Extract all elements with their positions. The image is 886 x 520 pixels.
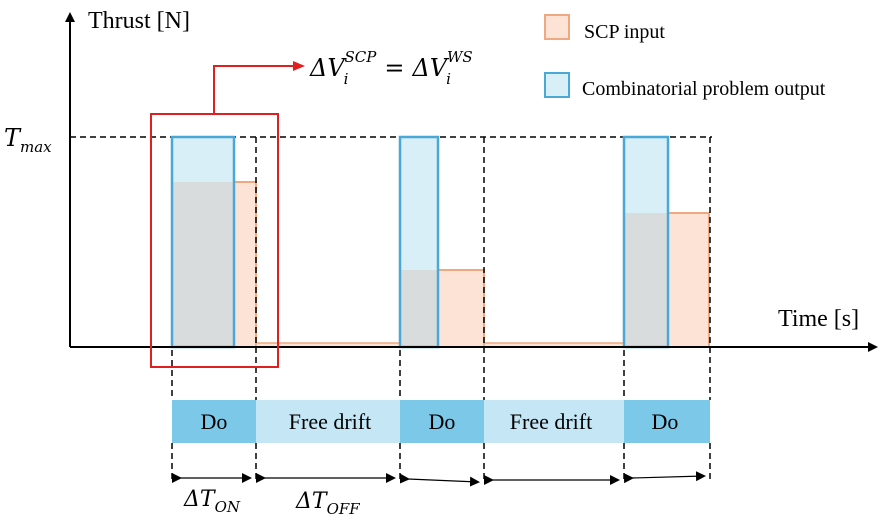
delta-t-off-label: ΔTOFF (295, 489, 360, 518)
delta-v-equation: ΔViSCP=ΔViWS (309, 48, 473, 88)
duration-arrows (172, 471, 706, 487)
highlight-connector (213, 61, 305, 114)
overlap-3 (624, 213, 668, 347)
timeline-label-drift-1: Free drift (289, 409, 371, 434)
y-axis-label: Thrust [N] (88, 8, 190, 34)
timeline-block-do-1 (172, 400, 256, 443)
timeline: Do Free drift Do Free drift Do (172, 400, 710, 443)
legend-swatch-comb (544, 72, 570, 98)
legend-swatch-scp (544, 14, 570, 40)
legend: SCP input Combinatorial problem output (544, 14, 826, 100)
x-axis-label: Time [s] (778, 306, 859, 332)
timeline-label-drift-2: Free drift (510, 409, 592, 434)
timeline-block-do-3 (624, 400, 710, 443)
delta-t-on-label: ΔTON (183, 487, 241, 516)
overlap-1 (172, 182, 234, 347)
timeline-block-drift-1 (256, 400, 400, 443)
tmax-label: Tmax (4, 124, 52, 156)
timeline-label-do-3: Do (652, 409, 679, 434)
legend-label-scp: SCP input (584, 21, 665, 43)
timeline-block-do-2 (400, 400, 484, 443)
overlap-2 (400, 270, 438, 347)
legend-label-comb: Combinatorial problem output (582, 78, 826, 100)
timeline-label-do-2: Do (429, 409, 456, 434)
timeline-block-drift-2 (484, 400, 624, 443)
timeline-label-do-1: Do (201, 409, 228, 434)
